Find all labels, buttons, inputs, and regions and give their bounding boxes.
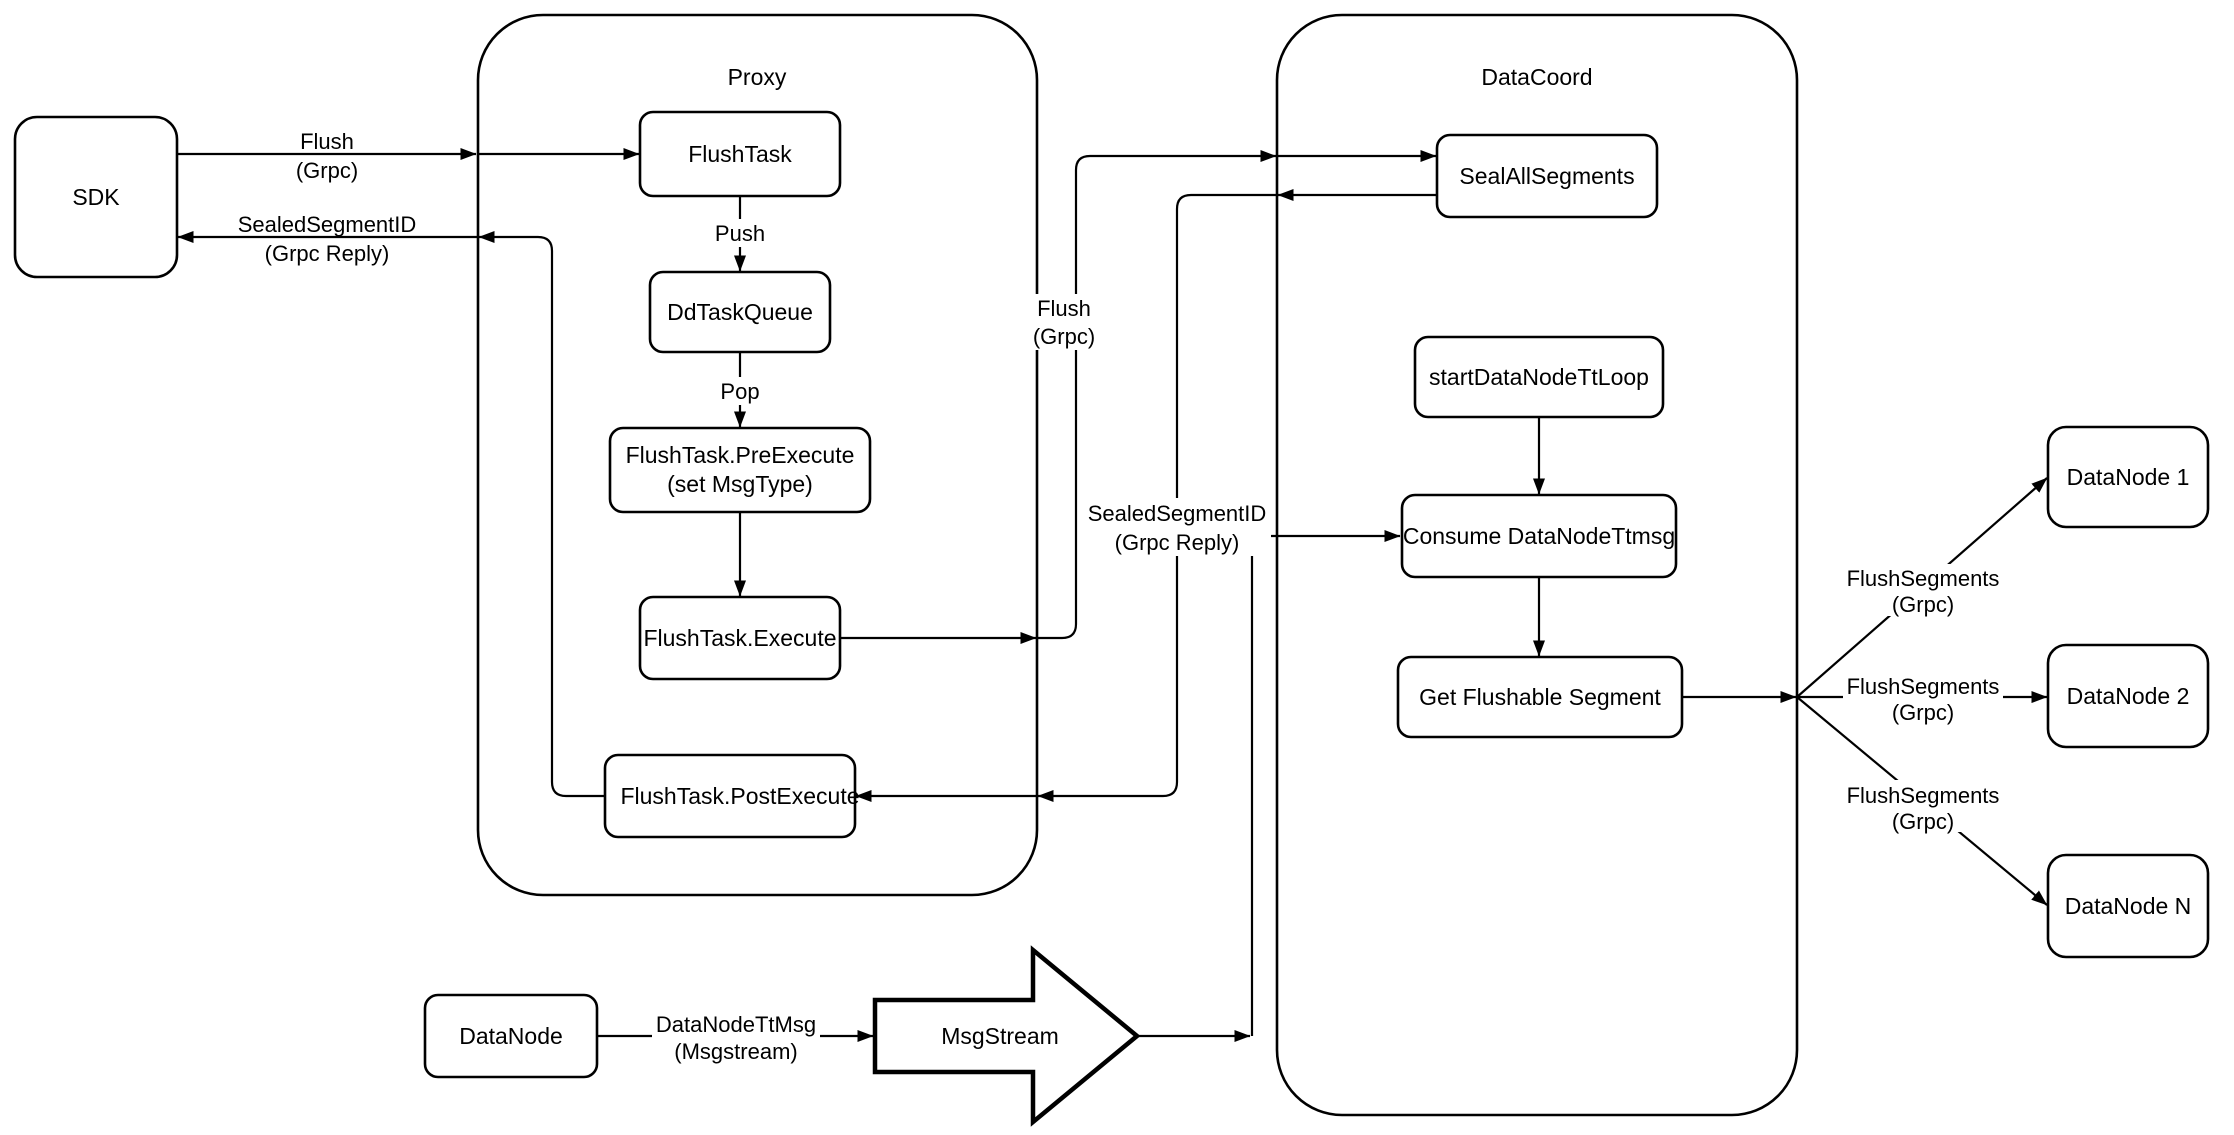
reply-mid-label-bg (1083, 498, 1271, 556)
push-label: Push (715, 221, 765, 246)
execute-label: FlushTask.Execute (643, 625, 836, 651)
flushsegments2-label-bg (1843, 671, 2003, 723)
reply-mid-label-line1: SealedSegmentID (1088, 501, 1267, 526)
preexecute-label-line1: FlushTask.PreExecute (626, 442, 855, 468)
edge-flush-grpc-route (1037, 150, 1277, 640)
datanode-node (423, 993, 599, 1079)
msgstream-arrow-shape (872, 945, 1141, 1127)
flush-mid-label-bg (1022, 294, 1108, 350)
pop-label: Pop (720, 379, 759, 404)
proxy-container-label: Proxy (728, 64, 787, 90)
flushsegments1-label-line2: (Grpc) (1892, 592, 1954, 617)
flush-mid-label-line1: Flush (1037, 296, 1091, 321)
flushsegments3-label-bg (1843, 780, 2003, 832)
datanoden-node (2046, 853, 2210, 959)
sealallsegments-label: SealAllSegments (1459, 163, 1634, 189)
datanode-label: DataNode (459, 1023, 563, 1049)
datanode2-node (2046, 643, 2210, 749)
getflushablesegment-label: Get Flushable Segment (1419, 684, 1661, 710)
datanode1-node (2046, 425, 2210, 529)
flushsegments2-label-line2: (Grpc) (1892, 700, 1954, 725)
startdatanodettloop-label: startDataNodeTtLoop (1429, 364, 1649, 390)
flushtask-node (638, 110, 842, 198)
reply-mid-label-line2: (Grpc Reply) (1115, 530, 1240, 555)
edge-riser-to-consume (1250, 530, 1401, 1036)
getflushablesegment-node (1396, 655, 1684, 739)
flush-sdk-label-line1: Flush (300, 129, 354, 154)
startdatanodettloop-node (1413, 335, 1665, 419)
postexecute-node (603, 753, 857, 839)
sealallsegments-node (1435, 133, 1659, 219)
flushsegments3-label-line1: FlushSegments (1847, 783, 2000, 808)
flush-sdk-label-line2: (Grpc) (296, 158, 358, 183)
flushtask-label: FlushTask (688, 141, 792, 167)
reply-sdk-label-line1: SealedSegmentID (238, 212, 417, 237)
datacoord-container (1275, 13, 1799, 1117)
reply-sdk-label-line2: (Grpc Reply) (265, 241, 390, 266)
flushsegments3-label-line2: (Grpc) (1892, 809, 1954, 834)
datanodettmsg-label-line1: DataNodeTtMsg (656, 1012, 816, 1037)
datanodettmsg-label-bg (652, 1010, 820, 1064)
consume-datanodettmsg-node (1400, 493, 1678, 579)
ddtaskqueue-node (648, 270, 832, 354)
datanode2-label: DataNode 2 (2067, 683, 2190, 709)
datanoden-label: DataNode N (2065, 893, 2192, 919)
datacoord-container-label: DataCoord (1481, 64, 1592, 90)
edge-sealedsegmentid-route (1037, 193, 1277, 802)
preexecute-node (608, 426, 872, 514)
execute-node (638, 595, 842, 681)
ddtaskqueue-label: DdTaskQueue (667, 299, 813, 325)
edge-postexecute-to-proxy-boundary (478, 231, 605, 798)
proxy-container (476, 13, 1039, 897)
msgstream-label: MsgStream (941, 1023, 1059, 1049)
push-label-bg (706, 219, 774, 247)
flushsegments1-label-bg (1843, 564, 2003, 616)
flushsegments2-label-line1: FlushSegments (1847, 674, 2000, 699)
datanodettmsg-label-line2: (Msgstream) (674, 1039, 797, 1064)
pop-label-bg (712, 377, 768, 405)
sdk-label: SDK (72, 184, 120, 210)
postexecute-label: FlushTask.PostExecute (620, 783, 859, 809)
flush-mid-label-line2: (Grpc) (1033, 324, 1095, 349)
flushsegments1-label-line1: FlushSegments (1847, 566, 2000, 591)
preexecute-label-line2: (set MsgType) (667, 471, 813, 497)
consume-datanodettmsg-label: Consume DataNodeTtmsg (1403, 523, 1675, 549)
sdk-node (13, 115, 179, 279)
datanode1-label: DataNode 1 (2067, 464, 2190, 490)
